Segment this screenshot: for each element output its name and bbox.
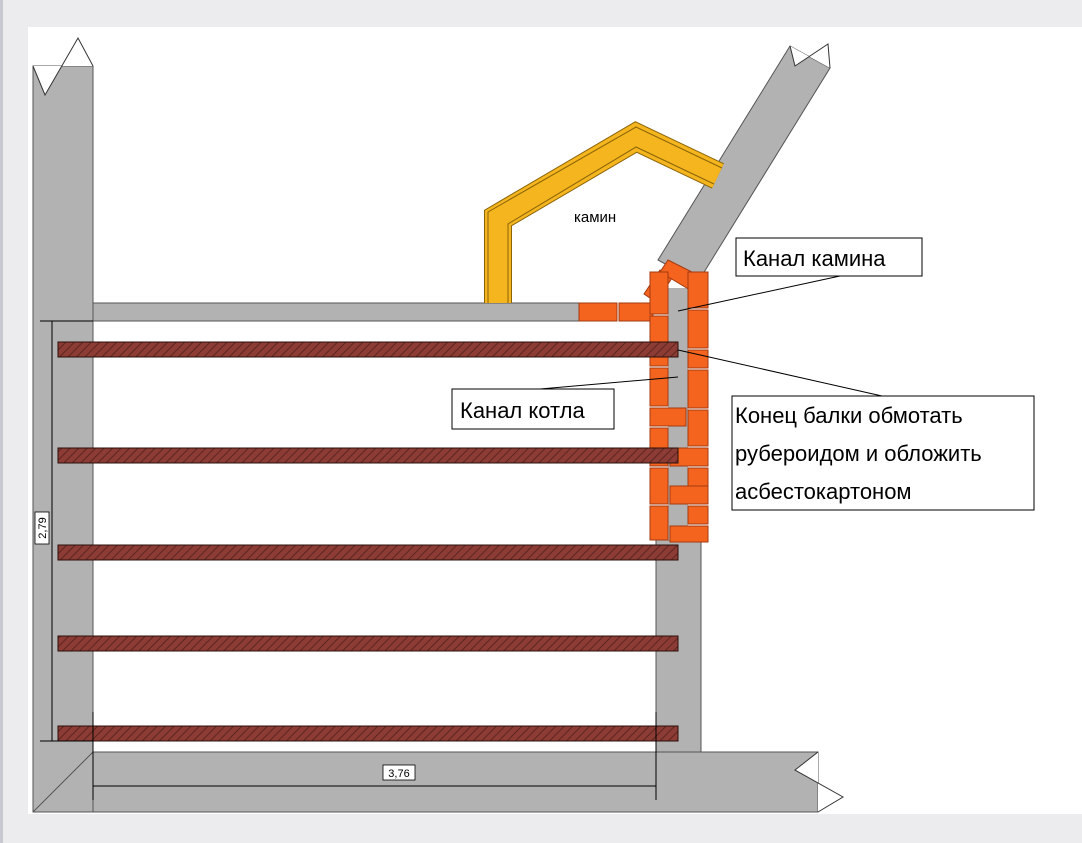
- beam: [57, 341, 679, 358]
- callout-beam-note-box: [731, 395, 1035, 511]
- height-dimension-label: 2,79: [37, 517, 49, 538]
- callout-beam-note-line-2: рубероидом и обложить: [735, 441, 982, 466]
- callout-beam-note-line-3: асбестокартоном: [735, 479, 912, 504]
- beam: [57, 544, 679, 561]
- callout-boiler-channel: Канал котла: [460, 398, 585, 423]
- height-dimension: [40, 320, 93, 742]
- break-mark-chimney: [789, 43, 831, 69]
- callout-fireplace-channel: Канал камина: [743, 246, 886, 271]
- break-mark-bottom-right: [794, 751, 844, 813]
- beam: [57, 447, 679, 464]
- width-dimension-label-box: [382, 764, 416, 781]
- ceiling-slab: [92, 302, 580, 322]
- callout-boiler-channel-box: [451, 388, 615, 430]
- fireplace-label: камин: [574, 209, 616, 226]
- width-dimension: [92, 712, 657, 800]
- leader-lines: [539, 275, 883, 397]
- break-mark-top-left: [32, 36, 94, 97]
- callout-beam-note-line-1: Конец балки обмотать: [735, 403, 963, 428]
- width-dimension-label: 3,76: [388, 768, 409, 780]
- page-edge: [0, 0, 3, 843]
- fireplace-duct: [484, 121, 725, 303]
- beam: [57, 635, 679, 652]
- height-dimension-label-box: [34, 511, 50, 545]
- floor-slab: [92, 751, 819, 813]
- left-wall: [32, 65, 94, 813]
- beam: [57, 725, 679, 742]
- floor-beams: [57, 341, 679, 742]
- callout-fireplace-channel-box: [735, 237, 923, 277]
